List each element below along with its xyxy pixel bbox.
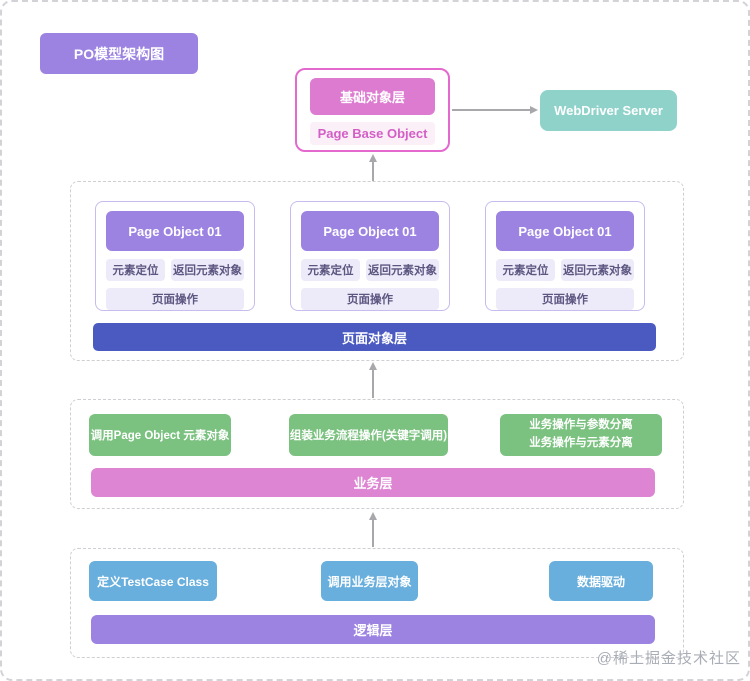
page-object-title: Page Object 01 <box>106 211 244 251</box>
business-separation-line2: 业务操作与元素分离 <box>529 437 633 449</box>
webdriver-server-node: WebDriver Server <box>540 90 677 131</box>
chip-page-action: 页面操作 <box>301 288 439 310</box>
page-object-title: Page Object 01 <box>496 211 634 251</box>
page-object-title: Page Object 01 <box>301 211 439 251</box>
business-layer-bar: 业务层 <box>91 468 655 497</box>
arrow-up-business-to-pageobject <box>368 362 377 398</box>
business-box-separation: 业务操作与参数分离 业务操作与元素分离 <box>500 414 662 456</box>
chip-element-locate: 元素定位 <box>301 259 360 281</box>
arrow-up-pageobject-to-base <box>368 154 377 181</box>
logic-box-define-testcase: 定义TestCase Class <box>89 561 217 601</box>
arrow-up-logic-to-business <box>368 512 377 547</box>
page-object-layer-bar: 页面对象层 <box>93 323 656 351</box>
business-box-call-page-object: 调用Page Object 元素对象 <box>89 414 231 456</box>
logic-box-data-driven: 数据驱动 <box>549 561 653 601</box>
arrow-right-to-webdriver <box>452 105 538 114</box>
chip-element-locate: 元素定位 <box>496 259 555 281</box>
base-object-title: 基础对象层 <box>310 78 435 115</box>
page-object-group: Page Object 01 元素定位 返回元素对象 页面操作 <box>290 201 450 311</box>
chip-row: 元素定位 返回元素对象 <box>301 259 439 281</box>
chip-return-element: 返回元素对象 <box>366 259 439 281</box>
base-object-node: 基础对象层 Page Base Object <box>295 68 450 152</box>
logic-layer-bar: 逻辑层 <box>91 615 655 644</box>
page-object-layer-container: Page Object 01 元素定位 返回元素对象 页面操作 Page Obj… <box>70 181 684 361</box>
logic-layer-container: 定义TestCase Class 调用业务层对象 数据驱动 逻辑层 <box>70 548 684 658</box>
chip-page-action: 页面操作 <box>106 288 244 310</box>
chip-page-action: 页面操作 <box>496 288 634 310</box>
page-base-object-label: Page Base Object <box>310 122 435 145</box>
chip-row: 元素定位 返回元素对象 <box>496 259 634 281</box>
logic-box-call-business: 调用业务层对象 <box>321 561 418 601</box>
diagram-title-badge: PO模型架构图 <box>40 33 198 74</box>
watermark: @稀土掘金技术社区 <box>596 650 741 667</box>
page-object-group: Page Object 01 元素定位 返回元素对象 页面操作 <box>95 201 255 311</box>
chip-element-locate: 元素定位 <box>106 259 165 281</box>
chip-row: 元素定位 返回元素对象 <box>106 259 244 281</box>
chip-return-element: 返回元素对象 <box>561 259 634 281</box>
business-separation-line1: 业务操作与参数分离 <box>529 419 633 432</box>
business-box-assemble-flow: 组装业务流程操作(关键字调用) <box>289 414 448 456</box>
business-layer-container: 调用Page Object 元素对象 组装业务流程操作(关键字调用) 业务操作与… <box>70 399 684 509</box>
chip-return-element: 返回元素对象 <box>171 259 244 281</box>
page-object-group: Page Object 01 元素定位 返回元素对象 页面操作 <box>485 201 645 311</box>
